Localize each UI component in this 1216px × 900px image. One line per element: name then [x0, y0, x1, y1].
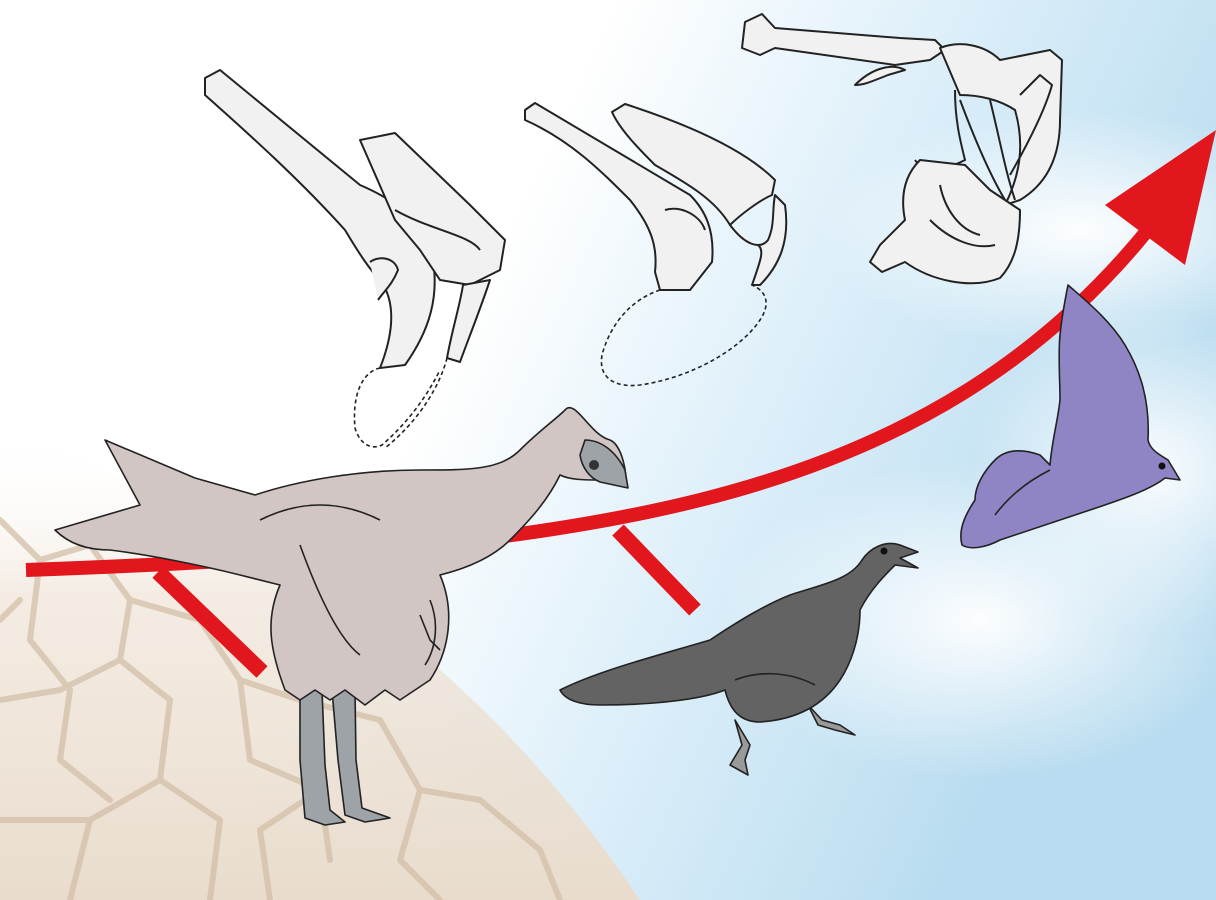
flying-bird-eye	[1159, 463, 1166, 470]
early-bird-eye	[881, 548, 888, 555]
dinosaur-eye	[589, 460, 599, 470]
